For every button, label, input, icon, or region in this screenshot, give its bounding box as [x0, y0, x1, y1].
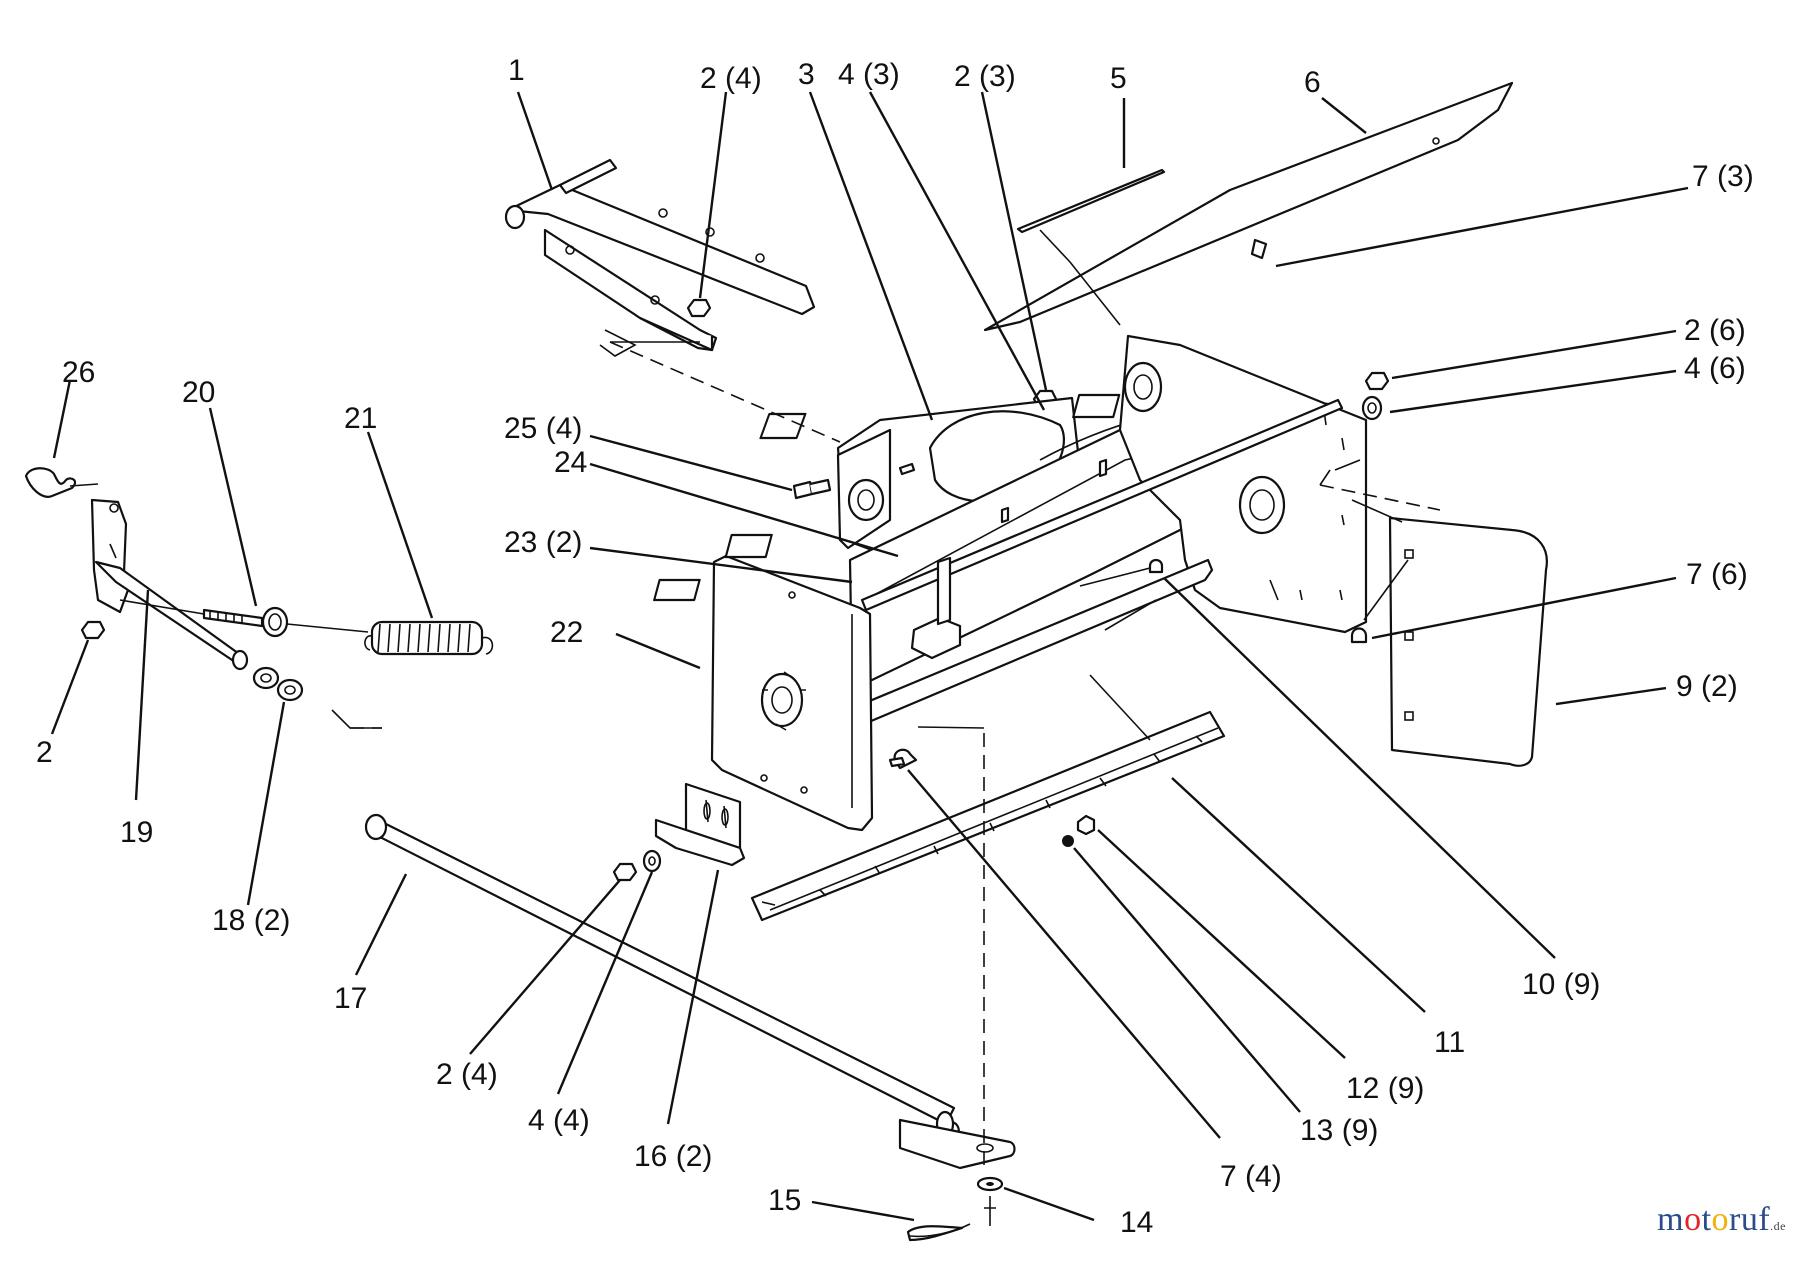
hex-nut-icon — [80, 620, 106, 640]
leader-lines — [50, 91, 1689, 1222]
part-side-plate — [1351, 499, 1548, 767]
watermark-logo: motoruf.de — [1657, 1201, 1786, 1239]
callout-10-9: 10 (9) — [1522, 968, 1600, 1001]
callout-1: 1 — [508, 54, 525, 87]
callout-26: 26 — [62, 356, 95, 389]
watermark-text-tld: .de — [1770, 1219, 1786, 1233]
callout-7-4: 7 (4) — [1220, 1160, 1282, 1193]
callout-7-3: 7 (3) — [1692, 160, 1754, 193]
watermark-text-o2: o — [1711, 1201, 1730, 1238]
washer-icon — [976, 1176, 1004, 1192]
callout-3: 3 — [798, 58, 815, 91]
part-hitch-frame — [504, 158, 816, 357]
callout-13-9: 13 (9) — [1300, 1114, 1378, 1147]
callout-24: 24 — [554, 446, 587, 479]
callout-19: 19 — [120, 816, 153, 849]
callout-labels: 1 2 (4) 3 4 (3) 2 (3) 5 6 7 (3) 2 (6) 4 … — [36, 54, 1754, 1239]
hex-nut-icon — [686, 298, 712, 318]
callout-22: 22 — [550, 616, 583, 649]
washer-icon — [1361, 395, 1383, 421]
hex-nut-icon — [612, 862, 638, 882]
parts-drawing — [24, 81, 1548, 1242]
callout-23-2: 23 (2) — [504, 526, 582, 559]
callout-2-4-bottom: 2 (4) — [436, 1058, 498, 1091]
bolt-icon — [792, 458, 1108, 524]
callout-7-6: 7 (6) — [1686, 558, 1748, 591]
callout-18-2: 18 (2) — [212, 904, 290, 937]
part-eye-bolt — [119, 599, 369, 638]
hex-nut-icon — [1364, 371, 1390, 391]
watermark-text-m: m — [1657, 1201, 1685, 1238]
spacer-icon — [252, 666, 304, 702]
part-scraper-blade — [750, 710, 1226, 922]
carriage-bolt-icon — [888, 748, 918, 770]
part-handle-lever — [90, 498, 249, 671]
callout-2-3: 2 (3) — [954, 60, 1016, 93]
callout-11: 11 — [1434, 1026, 1465, 1059]
assembly-guide-lines — [609, 341, 1441, 1165]
watermark-text-ruf: ruf — [1729, 1201, 1771, 1238]
callout-17: 17 — [334, 982, 367, 1015]
callout-20: 20 — [182, 376, 215, 409]
nut-icon — [1076, 814, 1096, 836]
watermark-text-t: t — [1701, 1201, 1712, 1238]
callout-16-2: 16 (2) — [634, 1140, 712, 1173]
callout-15: 15 — [768, 1184, 801, 1217]
lock-nut-icon — [1062, 835, 1074, 847]
part-deflector — [983, 81, 1514, 332]
callout-4-4: 4 (4) — [528, 1104, 590, 1137]
callout-2-4-top: 2 (4) — [700, 62, 762, 95]
part-lift-rod — [331, 709, 1016, 1170]
part-housing — [653, 334, 1368, 832]
callout-2: 2 — [36, 736, 53, 769]
callout-12-9: 12 (9) — [1346, 1072, 1424, 1105]
callout-5: 5 — [1110, 62, 1127, 95]
hairpin-clip-icon — [24, 467, 99, 498]
callout-2-6: 2 (6) — [1684, 314, 1746, 347]
callout-4-6: 4 (6) — [1684, 352, 1746, 385]
carriage-bolt-icon — [1350, 627, 1368, 644]
callout-21: 21 — [344, 402, 377, 435]
callout-25-4: 25 (4) — [504, 412, 582, 445]
washer-icon — [642, 849, 662, 873]
bolt-icon — [1148, 558, 1164, 574]
callout-14: 14 — [1120, 1206, 1153, 1239]
callout-9-2: 9 (2) — [1676, 670, 1738, 703]
watermark-text-o1: o — [1684, 1201, 1702, 1238]
part-skid-shoe — [654, 782, 746, 867]
hairpin-clip-icon — [906, 1196, 996, 1242]
callout-4-3: 4 (3) — [838, 58, 900, 91]
part-edge-plate — [1016, 168, 1166, 234]
part-spring — [364, 620, 494, 656]
callout-6: 6 — [1304, 66, 1321, 99]
